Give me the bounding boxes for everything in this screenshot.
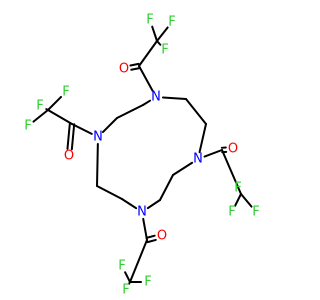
bond-c2-f1 xyxy=(156,26,169,42)
atom-label-o1: O xyxy=(119,62,129,77)
bond-c7-o4 xyxy=(70,123,76,151)
bond-n1-c1 xyxy=(138,65,154,92)
atom-label-n4: N xyxy=(93,130,103,145)
atom-label-f2: F xyxy=(146,13,153,28)
atom-label-f5: F xyxy=(228,205,235,220)
bond-c5-o3 xyxy=(146,238,157,244)
bond-layer xyxy=(32,25,253,285)
atom-label-f12: F xyxy=(62,85,69,100)
atom-label-n2: N xyxy=(193,152,203,167)
bond-c8-f12 xyxy=(47,95,63,111)
atom-label-f4: F xyxy=(234,181,241,196)
bond-c5-c6 xyxy=(129,239,148,283)
bond-n1-r1 xyxy=(161,96,187,100)
atom-label-f9: F xyxy=(122,283,129,298)
bond-r11-n1 xyxy=(142,99,152,106)
atom-label-n1: N xyxy=(151,90,161,105)
atom-label-n3: N xyxy=(137,205,147,220)
bond-c1-c2 xyxy=(138,40,158,67)
bond-c3-c4 xyxy=(221,149,242,195)
bond-r1-r2 xyxy=(185,98,207,125)
atom-label-f10: F xyxy=(36,99,43,114)
atom-label-o2: O xyxy=(228,142,238,157)
atom-label-f11: F xyxy=(24,119,31,134)
bond-c6-f7 xyxy=(124,271,131,283)
bond-n4-r10 xyxy=(101,117,118,134)
bond-c4-f5 xyxy=(234,193,242,207)
bond-n2-r4 xyxy=(172,161,194,176)
bond-n4-c7 xyxy=(71,123,93,135)
atom-label-f1: F xyxy=(168,15,175,30)
atom-label-o4: O xyxy=(64,149,74,164)
bond-r4-r5 xyxy=(159,174,174,201)
bond-r8-n4 xyxy=(96,142,99,187)
bond-r7-r8 xyxy=(96,185,123,200)
bond-n2-c3 xyxy=(203,149,223,158)
bond-c1-o1 xyxy=(130,67,141,71)
bond-c2-f2 xyxy=(151,25,158,42)
bond-c2-f3 xyxy=(156,40,162,46)
bond-c5-o3 xyxy=(145,234,156,239)
bond-c7-o4 xyxy=(66,122,71,150)
atom-label-f6: F xyxy=(252,205,259,220)
bond-r10-r11 xyxy=(116,104,144,119)
atom-label-f7: F xyxy=(118,259,125,274)
bond-c7-c8 xyxy=(47,109,73,125)
bond-n3-r7 xyxy=(121,198,138,210)
atom-label-f8: F xyxy=(144,275,151,290)
bond-c6-f9 xyxy=(128,281,131,285)
bond-c8-f11 xyxy=(32,109,49,123)
bond-c4-f6 xyxy=(240,193,253,208)
bond-n3-c5 xyxy=(142,217,148,241)
bond-r5-n3 xyxy=(146,199,161,210)
bond-r2-n2 xyxy=(198,123,207,154)
atom-label-o3: O xyxy=(157,229,167,244)
bond-c1-o1 xyxy=(129,62,140,67)
atom-label-f3: F xyxy=(161,43,168,58)
